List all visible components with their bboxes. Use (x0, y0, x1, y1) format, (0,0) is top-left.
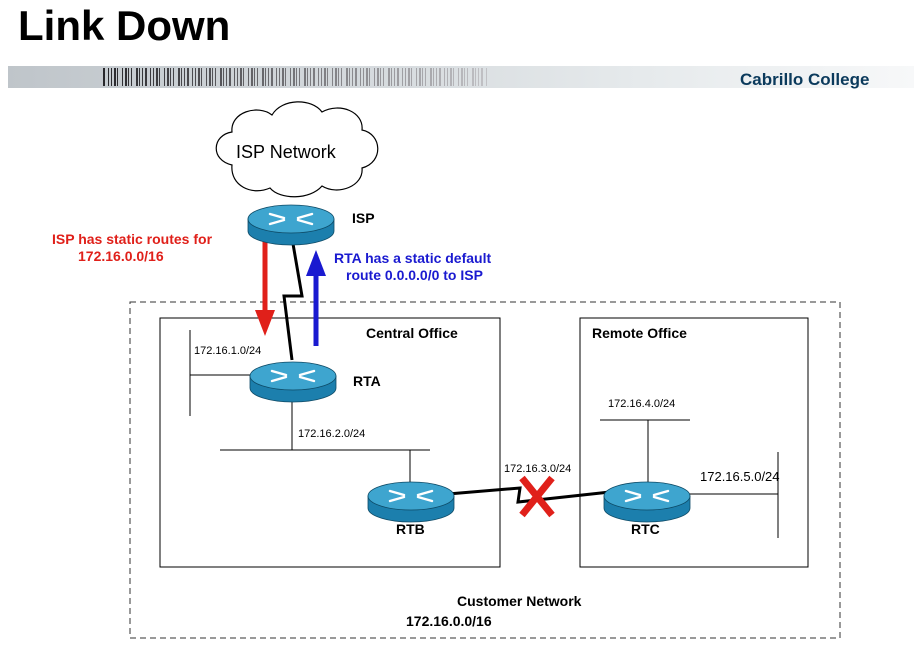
router-rtb-icon (367, 481, 455, 523)
red-arrow (255, 238, 275, 336)
rta-default-note-line1: RTA has a static default (334, 250, 492, 266)
isp-routes-note-line1: ISP has static routes for (52, 231, 213, 247)
customer-network-boundary (129, 301, 841, 639)
isp-cloud (215, 101, 379, 198)
page-title: Link Down (18, 2, 231, 49)
router-rta-icon (249, 361, 337, 403)
router-isp-icon (247, 204, 335, 246)
router-isp-label: ISP (352, 210, 375, 226)
isp-routes-note-line2: 172.16.0.0/16 (78, 248, 164, 264)
router-rtc-icon (603, 481, 691, 523)
network-172-16-3-label: 172.16.3.0/24 (504, 463, 572, 475)
link-down-x-icon (519, 475, 555, 518)
isp-rta-serial-link (282, 237, 304, 361)
network-172-16-1-label: 172.16.1.0/24 (194, 345, 262, 357)
brand-label: Cabrillo College (740, 70, 870, 89)
title-banner (8, 66, 914, 88)
cloud-label: ISP Network (236, 142, 336, 162)
router-rtc-label: RTC (631, 521, 660, 537)
blue-arrow (306, 250, 326, 346)
router-rta-label: RTA (353, 373, 381, 389)
network-172-16-4-label: 172.16.4.0/24 (608, 398, 676, 410)
rta-default-note-line2: route 0.0.0.0/0 to ISP (346, 267, 483, 283)
network-172-16-5-label: 172.16.5.0/24 (700, 469, 780, 484)
remote-office-box (579, 317, 809, 568)
central-office-box (159, 317, 501, 568)
central-office-label: Central Office (366, 325, 458, 341)
router-rtb-label: RTB (396, 521, 425, 537)
network-172-16-2-label: 172.16.2.0/24 (298, 428, 366, 440)
customer-network-label: Customer Network (457, 593, 582, 609)
remote-office-label: Remote Office (592, 325, 687, 341)
rtb-rtc-serial-link (447, 486, 611, 504)
customer-network-prefix: 172.16.0.0/16 (406, 613, 492, 629)
